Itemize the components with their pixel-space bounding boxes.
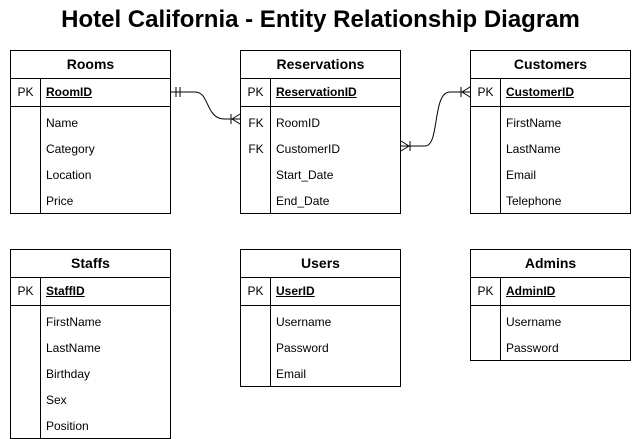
pk-label: PK xyxy=(241,278,271,305)
entity-header: Admins xyxy=(471,250,630,278)
entity-header: Users xyxy=(241,250,400,278)
attribute-name: Password xyxy=(506,341,559,355)
primary-key-row: PK RoomID xyxy=(11,79,170,107)
relationship-rooms-reservations xyxy=(171,87,241,125)
primary-key-name: RoomID xyxy=(46,85,92,99)
attribute-row: Start_Date xyxy=(241,162,400,188)
primary-key-row: PK AdminID xyxy=(471,278,630,306)
pk-label: PK xyxy=(11,278,41,305)
attribute-row: Email xyxy=(241,361,400,387)
crows-foot-mark xyxy=(461,86,471,93)
entity-staffs[interactable]: Staffs PK StaffID FirstName LastName Bir… xyxy=(10,249,171,439)
attribute-key: FK xyxy=(248,116,264,130)
entity-header: Rooms xyxy=(11,51,170,79)
attribute-key: FK xyxy=(248,142,264,156)
crows-foot-mark xyxy=(461,91,471,98)
attribute-name: Category xyxy=(46,142,95,156)
key-column-divider xyxy=(500,306,501,360)
attribute-row: Username xyxy=(471,309,630,335)
attribute-name: Position xyxy=(46,419,89,433)
attribute-name: Price xyxy=(46,194,74,208)
attribute-name: Start_Date xyxy=(276,168,334,182)
entity-reservations[interactable]: Reservations PK ReservationID FK RoomID F… xyxy=(240,50,401,214)
attribute-row: LastName xyxy=(11,335,170,361)
attribute-name: Email xyxy=(276,367,307,381)
entity-header: Staffs xyxy=(11,250,170,278)
attribute-row: Name xyxy=(11,110,170,136)
relationship-line xyxy=(171,91,240,120)
attribute-name: CustomerID xyxy=(276,142,341,156)
primary-key-row: PK CustomerID xyxy=(471,79,630,107)
attribute-row: Birthday xyxy=(11,361,170,387)
primary-key-row: PK StaffID xyxy=(11,278,170,306)
attribute-row: Position xyxy=(11,413,170,439)
attribute-list: Username Password xyxy=(471,306,630,360)
pk-label: PK xyxy=(241,79,271,106)
attribute-name: Username xyxy=(276,315,332,329)
attribute-name: Sex xyxy=(46,393,67,407)
entity-header: Reservations xyxy=(241,51,400,79)
attribute-name: Telephone xyxy=(506,194,562,208)
primary-key-name: AdminID xyxy=(506,284,556,298)
attribute-name: LastName xyxy=(506,142,561,156)
crows-foot-mark xyxy=(400,140,410,147)
relationship-line xyxy=(401,91,470,147)
attribute-row: FK RoomID xyxy=(241,110,400,136)
attribute-row: Location xyxy=(11,162,170,188)
attribute-row: FirstName xyxy=(11,309,170,335)
attribute-name: Password xyxy=(276,341,329,355)
attribute-row: FK CustomerID xyxy=(241,136,400,162)
primary-key-name: StaffID xyxy=(46,284,85,298)
attribute-row: Price xyxy=(11,188,170,214)
crows-foot-mark xyxy=(231,113,241,120)
relationship-customers-reservations xyxy=(400,86,471,152)
key-column-divider xyxy=(270,306,271,386)
attribute-row: LastName xyxy=(471,136,630,162)
attribute-name: RoomID xyxy=(276,116,321,130)
attribute-row: Sex xyxy=(11,387,170,413)
diagram-title: Hotel California - Entity Relationship D… xyxy=(61,6,580,33)
attribute-name: Location xyxy=(46,168,92,182)
primary-key-row: PK UserID xyxy=(241,278,400,306)
attribute-name: Username xyxy=(506,315,562,329)
attribute-row: Email xyxy=(471,162,630,188)
attribute-list: Name Category Location Price xyxy=(11,107,170,213)
entity-customers[interactable]: Customers PK CustomerID FirstName LastNa… xyxy=(470,50,631,214)
key-column-divider xyxy=(40,107,41,213)
primary-key-name: CustomerID xyxy=(506,85,575,99)
attribute-list: FirstName LastName Email Telephone xyxy=(471,107,630,213)
entity-users[interactable]: Users PK UserID Username Password Email xyxy=(240,249,401,387)
attribute-row: Password xyxy=(241,335,400,361)
key-column-divider xyxy=(40,306,41,438)
pk-label: PK xyxy=(471,278,501,305)
attribute-list: FK RoomID FK CustomerID Start_Date End_Dat… xyxy=(241,107,400,213)
attribute-list: Username Password Email xyxy=(241,306,400,386)
attribute-name: Email xyxy=(506,168,537,182)
attribute-row: Username xyxy=(241,309,400,335)
primary-key-name: ReservationID xyxy=(276,85,357,99)
attribute-row: FirstName xyxy=(471,110,630,136)
entity-header: Customers xyxy=(471,51,630,79)
entity-admins[interactable]: Admins PK AdminID Username Password xyxy=(470,249,631,361)
entity-rooms[interactable]: Rooms PK RoomID Name Category Location P… xyxy=(10,50,171,214)
attribute-name: End_Date xyxy=(276,194,330,208)
attribute-row: End_Date xyxy=(241,188,400,214)
pk-label: PK xyxy=(11,79,41,106)
attribute-name: LastName xyxy=(46,341,101,355)
pk-label: PK xyxy=(471,79,501,106)
attribute-row: Password xyxy=(471,335,630,361)
attribute-list: FirstName LastName Birthday Sex Position xyxy=(11,306,170,438)
attribute-name: Name xyxy=(46,116,79,130)
attribute-row: Telephone xyxy=(471,188,630,214)
attribute-row: Category xyxy=(11,136,170,162)
key-column-divider xyxy=(270,107,271,213)
primary-key-name: UserID xyxy=(276,284,315,298)
crows-foot-mark xyxy=(231,118,241,125)
crows-foot-mark xyxy=(400,145,410,152)
key-column-divider xyxy=(500,107,501,213)
primary-key-row: PK ReservationID xyxy=(241,79,400,107)
attribute-name: Birthday xyxy=(46,367,91,381)
attribute-name: FirstName xyxy=(506,116,562,130)
attribute-name: FirstName xyxy=(46,315,102,329)
